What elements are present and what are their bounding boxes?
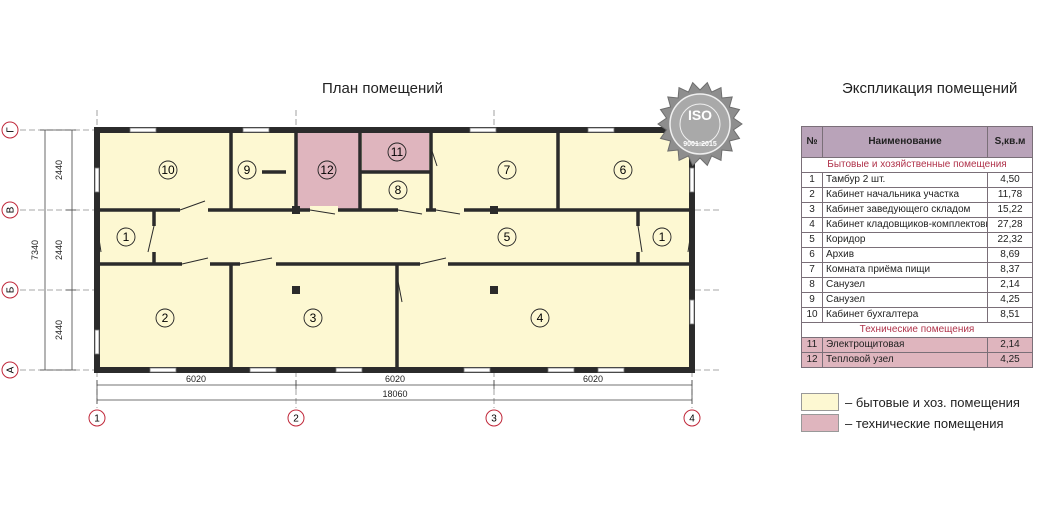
- axis-marker-col: [88, 409, 106, 427]
- room-label-1: 1: [123, 230, 130, 244]
- axis-marker-row: [1, 121, 19, 139]
- axis-marker-col: [485, 409, 503, 427]
- axis-label-col: 3: [491, 414, 497, 425]
- explication-title: Экспликация помещений: [842, 80, 1018, 97]
- door-openings: [151, 206, 641, 268]
- room-label-3: 3: [310, 311, 317, 325]
- dim-total-height: 7340: [30, 240, 40, 260]
- col-header-number: №: [801, 126, 823, 158]
- dimension-lines: [40, 129, 693, 404]
- iso-badge-bottom: 9001:2015: [683, 141, 717, 148]
- room-label-1: 1: [659, 230, 666, 244]
- door-swings: [96, 147, 693, 303]
- dim-col-2: 6020: [385, 374, 405, 384]
- dim-row-3: 2440: [54, 320, 64, 340]
- room-label-circle: [388, 180, 408, 200]
- room-label-circle: [530, 308, 550, 328]
- room-label-circle: [387, 142, 407, 162]
- dim-col-1: 6020: [186, 374, 206, 384]
- dim-total-width: 18060: [382, 389, 407, 399]
- columns: [292, 206, 498, 294]
- axis-marker-row: [1, 361, 19, 379]
- plan-title: План помещений: [322, 80, 444, 97]
- col-header-area: S,кв.м: [987, 126, 1033, 158]
- axis-label-col: 1: [94, 414, 100, 425]
- axis-marker-row: [1, 281, 19, 299]
- explication-table: № Наименование S,кв.м Бытовые и хозяйств…: [801, 126, 1033, 368]
- windows: [94, 127, 695, 373]
- axis-label-row: Б: [6, 286, 17, 293]
- room-label-circle: [116, 227, 136, 247]
- room-label-circle: [158, 160, 178, 180]
- outer-walls: [94, 127, 695, 373]
- room-label-circle: [155, 308, 175, 328]
- room-12-fill: [296, 133, 360, 210]
- axis-label-row: А: [6, 366, 17, 373]
- legend-swatch-domestic: [801, 393, 839, 411]
- room-label-9: 9: [244, 163, 251, 177]
- axis-marker-col: [683, 409, 701, 427]
- axis-label-col: 2: [293, 414, 299, 425]
- room-label-12: 12: [320, 163, 334, 177]
- room-label-8: 8: [395, 183, 402, 197]
- room-label-circle: [497, 227, 517, 247]
- col-header-name: Наименование: [822, 126, 988, 158]
- axis-label-col: 4: [689, 414, 695, 425]
- room-label-circle: [613, 160, 633, 180]
- room-label-circle: [497, 160, 517, 180]
- room-label-7: 7: [504, 163, 511, 177]
- iso-badge-top: ISO: [688, 107, 712, 123]
- iso-badge-icon: ISO 9001:2015: [657, 81, 743, 167]
- legend-swatch-technical: [801, 414, 839, 432]
- dim-row-2: 2440: [54, 240, 64, 260]
- room-label-10: 10: [161, 163, 175, 177]
- axis-marker-row: [1, 201, 19, 219]
- room-11-fill: [362, 133, 429, 172]
- axis-marker-col: [287, 409, 305, 427]
- legend-domestic: – бытовые и хоз. помещения: [801, 393, 1020, 411]
- legend-label-technical: – технические помещения: [845, 415, 1004, 431]
- room-label-circle: [317, 160, 337, 180]
- section-domestic: Бытовые и хозяйственные помещения: [801, 157, 1033, 173]
- room-label-circle: [237, 160, 257, 180]
- room-label-4: 4: [537, 311, 544, 325]
- dim-row-1: 2440: [54, 160, 64, 180]
- section-technical: Технические помещения: [801, 322, 1033, 338]
- legend-label-domestic: – бытовые и хоз. помещения: [845, 394, 1020, 410]
- dim-col-3: 6020: [583, 374, 603, 384]
- axis-label-row: Г: [6, 127, 17, 133]
- room-label-5: 5: [504, 230, 511, 244]
- room-label-11: 11: [391, 145, 404, 159]
- room-label-2: 2: [162, 311, 169, 325]
- room-label-6: 6: [620, 163, 627, 177]
- legend-technical: – технические помещения: [801, 414, 1004, 432]
- room-label-circle: [303, 308, 323, 328]
- room-label-circle: [652, 227, 672, 247]
- axis-label-row: В: [6, 206, 17, 213]
